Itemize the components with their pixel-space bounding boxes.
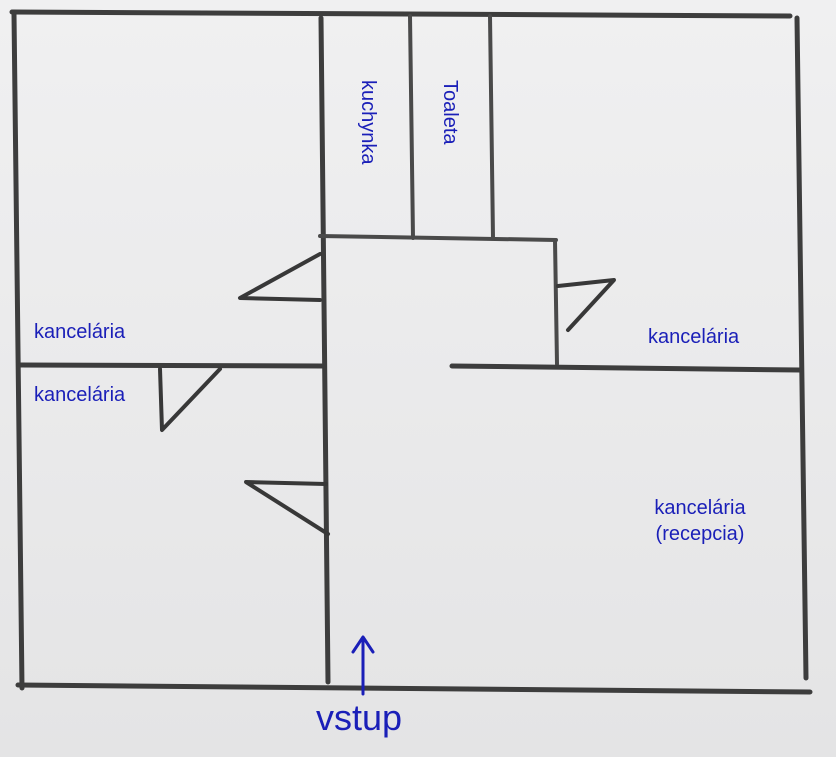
kitchen-toilet-divider — [408, 14, 415, 240]
left-office-divider — [17, 362, 325, 369]
corridor-wall-right — [553, 238, 559, 366]
corridor-wall-left — [318, 15, 331, 685]
door-left-lower — [158, 367, 222, 432]
outer-wall-right — [794, 15, 809, 681]
toilet-right-wall — [488, 14, 495, 240]
outer-wall-bottom — [15, 682, 813, 695]
room-label-office-right: kancelária — [648, 326, 740, 348]
outer-wall-left — [11, 11, 25, 691]
room-label-office-left-upper: kancelária — [34, 321, 126, 343]
door-left-upper — [238, 252, 322, 302]
entrance-label: vstup — [316, 697, 403, 738]
corridor-wall-top — [318, 234, 558, 242]
reception-line-1: kancelária — [654, 497, 746, 519]
room-label-reception: kancelária (recepcia) — [630, 498, 770, 544]
right-office-divider — [449, 363, 803, 373]
reception-line-2: (recepcia) — [655, 523, 745, 545]
room-label-office-left-lower: kancelária — [34, 384, 126, 406]
door-right-office — [556, 278, 616, 332]
outer-wall-top — [9, 9, 793, 19]
door-corridor-lower — [244, 480, 330, 536]
